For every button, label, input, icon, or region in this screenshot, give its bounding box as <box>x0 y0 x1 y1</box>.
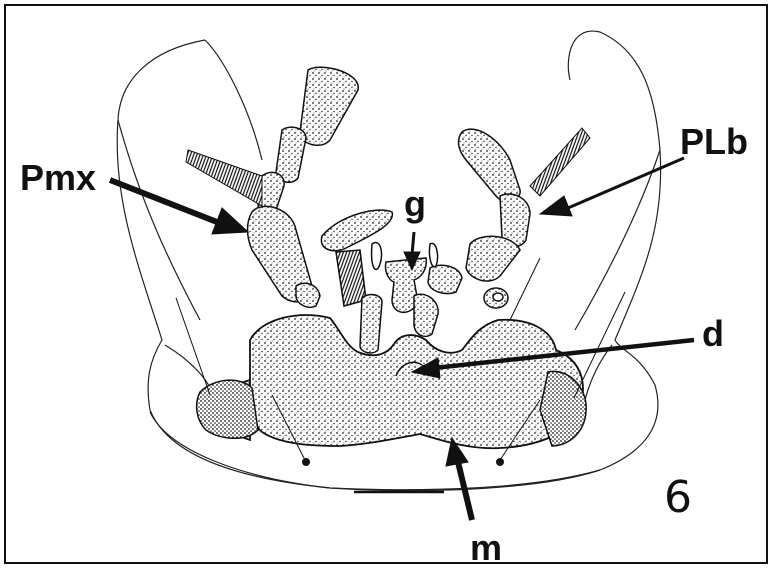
label-d: d <box>702 316 724 352</box>
basal-plate <box>202 315 583 448</box>
label-g: g <box>404 186 426 222</box>
left-lateral-lobe <box>197 380 258 438</box>
figure-number: 6 <box>664 476 692 520</box>
label-pmx: Pmx <box>20 160 96 196</box>
left-setae <box>186 150 262 206</box>
arrow-m <box>446 438 472 520</box>
label-m: m <box>470 530 502 566</box>
label-plb: PLb <box>680 124 748 160</box>
right-setae <box>530 128 590 196</box>
arrow-pmx <box>110 180 248 234</box>
labial-palp <box>428 129 530 293</box>
